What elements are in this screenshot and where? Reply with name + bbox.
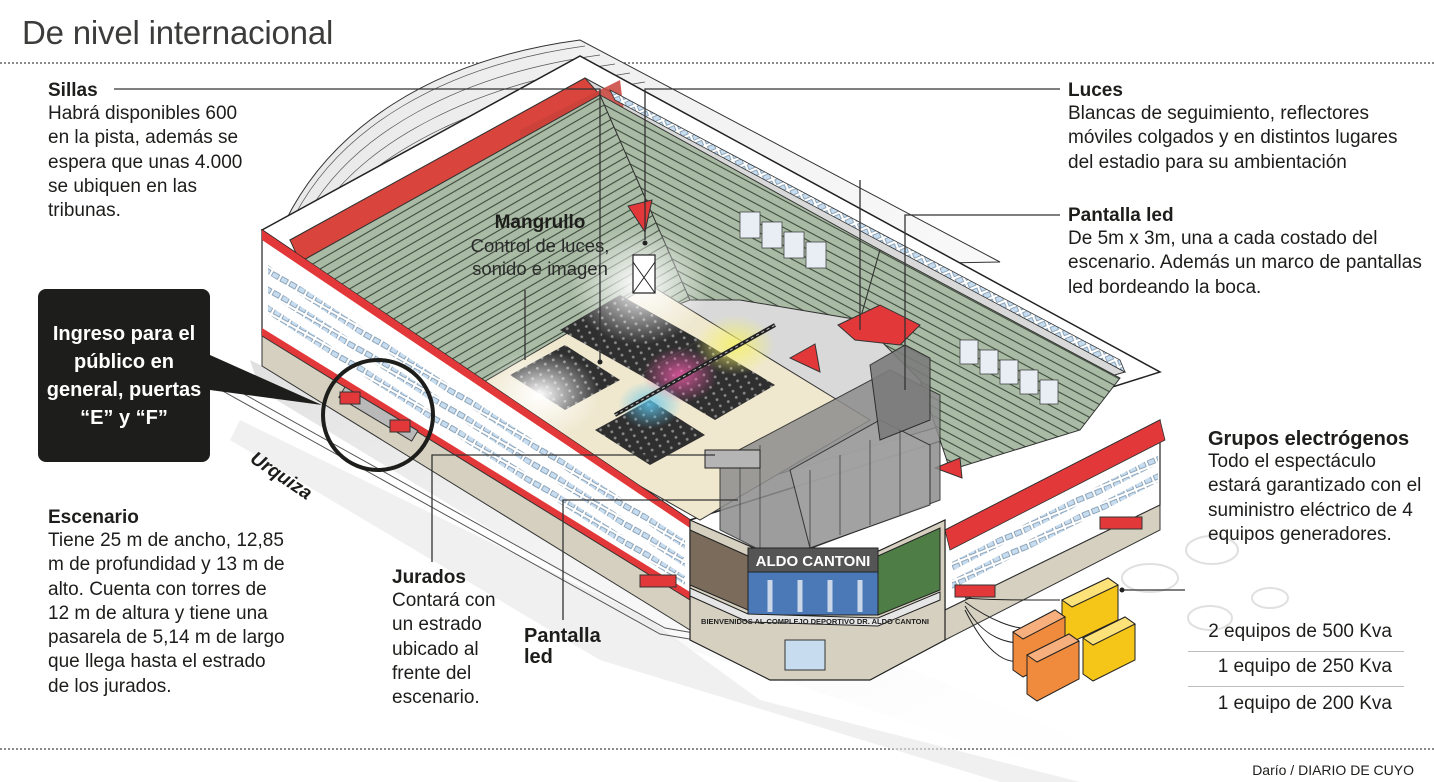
callout-escenario: Escenario Tiene 25 m de ancho, 12,85 m d… xyxy=(48,507,288,699)
equipment-item: 1 equipo de 250 Kva xyxy=(1217,656,1392,677)
callout-body: Habrá disponibles 600 en la pista, ademá… xyxy=(48,103,243,222)
facade-left-red-frame xyxy=(262,230,690,528)
callout-pantalla-front: Pantalla led xyxy=(524,626,624,668)
callout-luces: Luces Blancas de seguimiento, reflectore… xyxy=(1068,80,1428,175)
decorative-rings xyxy=(1121,535,1289,631)
callout-heading: Jurados xyxy=(392,567,466,588)
callout-heading: Escenario xyxy=(48,507,139,528)
red-platform xyxy=(837,304,921,346)
led-screen-center-stripes xyxy=(767,580,863,612)
mangrullo-tower xyxy=(632,254,656,294)
callout-heading: Mangrullo xyxy=(494,212,586,233)
equipment-item: 1 equipo de 200 Kva xyxy=(1217,693,1392,714)
callout-heading: Luces xyxy=(1068,80,1123,101)
callout-heading: Grupos electrógenos xyxy=(1208,428,1410,450)
led-screen-right xyxy=(877,527,941,616)
callout-jurados: Jurados Contará con un estrado ubicado a… xyxy=(392,567,502,710)
callout-ingreso: Ingreso para el público en general, puer… xyxy=(38,289,210,462)
facade-sign-plate xyxy=(747,547,879,573)
leader-sillas xyxy=(114,88,601,360)
window-row xyxy=(268,285,685,567)
entrance-doors xyxy=(338,386,419,442)
window-row xyxy=(268,265,685,549)
generator-yellow-2 xyxy=(1082,616,1136,682)
leader-luces xyxy=(644,88,1060,240)
ingreso-pointer xyxy=(210,355,322,405)
leader-pantalla-led xyxy=(904,214,1060,390)
tribune-marker xyxy=(788,343,821,373)
equipment-divider xyxy=(1188,686,1404,687)
facade-banner: BIENVENIDOS AL COMPLEJO DEPORTIVO DR. AL… xyxy=(701,617,929,626)
facade-banner-plate xyxy=(689,587,941,627)
bottom-divider xyxy=(0,748,1434,750)
window-row xyxy=(268,305,685,585)
tribune-marker xyxy=(627,199,653,234)
entrance-canopy-right xyxy=(1099,516,1143,530)
main-door xyxy=(784,639,826,671)
callout-grupos: Grupos electrógenos Todo el espectáculo … xyxy=(1208,428,1428,547)
entrance-canopy-right-2 xyxy=(954,584,996,598)
callout-sillas: Sillas Habrá disponibles 600 en la pista… xyxy=(48,80,248,223)
callout-body: Tiene 25 m de ancho, 12,85 m de profundi… xyxy=(48,530,285,697)
leader-lines xyxy=(114,88,1185,620)
callout-pantalla-led: Pantalla led De 5m x 3m, una a cada cost… xyxy=(1068,205,1428,300)
entrance-highlight-ring xyxy=(321,358,435,472)
facade-left-red-bottom xyxy=(262,328,690,600)
stage-structure xyxy=(704,344,941,561)
callout-heading: Sillas xyxy=(48,80,98,101)
entrance-canopy-left xyxy=(639,574,677,588)
light-cyan xyxy=(618,381,682,429)
callout-body: Blancas de seguimiento, reflectores móvi… xyxy=(1068,103,1398,173)
callout-body: Control de luces, sonido e imagen xyxy=(470,235,610,279)
callout-body: Todo el espectáculo estará garantizado c… xyxy=(1208,451,1422,545)
top-divider xyxy=(0,62,1434,64)
equipment-divider xyxy=(1188,651,1404,652)
facade-sign: ALDO CANTONI xyxy=(756,553,871,570)
vip-boxes xyxy=(739,211,1059,405)
facade-right-red xyxy=(944,419,1166,551)
leader-jurados xyxy=(431,454,715,562)
window-row xyxy=(952,455,1158,571)
window-row xyxy=(952,473,1158,589)
page-title: De nivel internacional xyxy=(22,14,334,51)
callout-heading: Pantalla led xyxy=(524,625,601,668)
callout-body: Ingreso para el público en general, puer… xyxy=(46,322,202,429)
tribune-marker xyxy=(933,457,963,479)
callout-body: Contará con un estrado ubicado al frente… xyxy=(392,590,496,709)
callout-mangrullo: Mangrullo Control de luces, sonido e ima… xyxy=(455,212,625,280)
leader-pantalla-front xyxy=(562,499,738,620)
callout-body: De 5m x 3m, una a cada costado del escen… xyxy=(1068,228,1422,298)
callout-heading: Pantalla led xyxy=(1068,205,1174,226)
credit-line: Darío / DIARIO DE CUYO xyxy=(1252,762,1414,778)
equipment-item: 2 equipos de 500 Kva xyxy=(1208,621,1392,642)
generator-orange-2 xyxy=(1026,633,1080,702)
upper-deck-right xyxy=(609,89,1126,373)
